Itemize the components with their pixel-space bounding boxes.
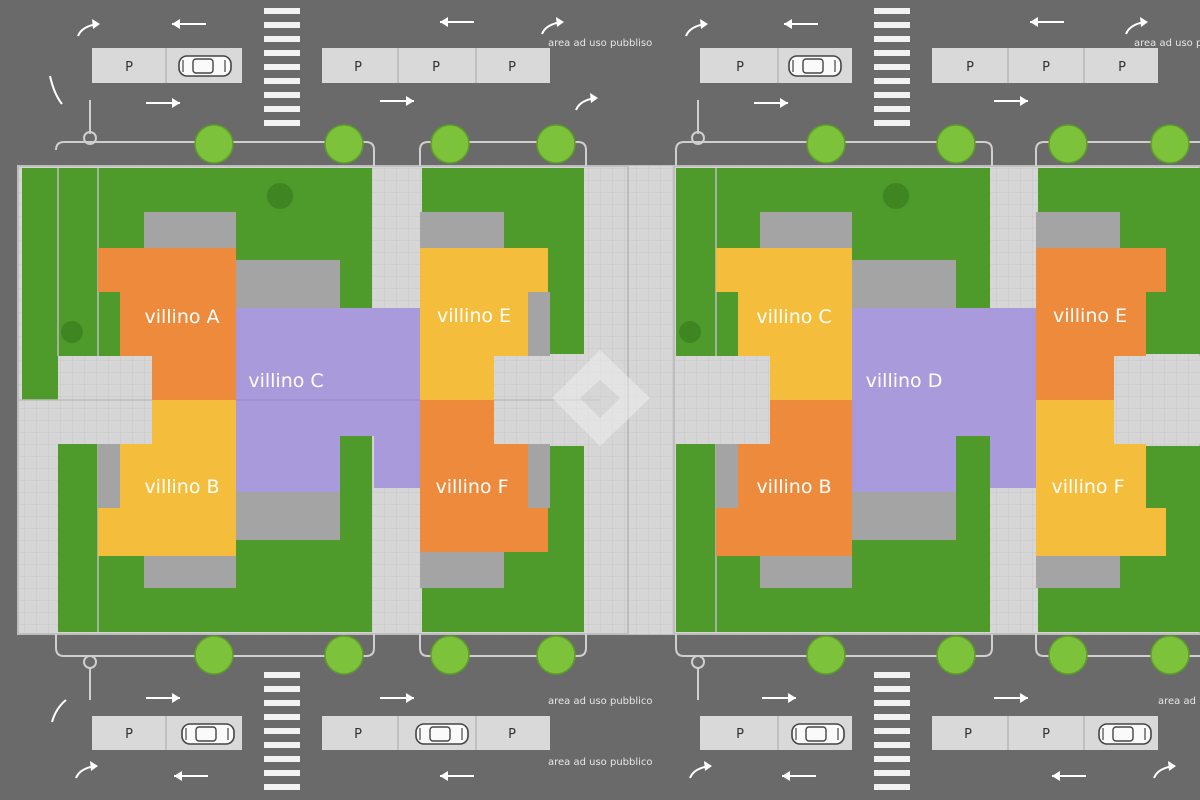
- car-icon: [415, 723, 469, 745]
- parking-label: P: [1042, 60, 1050, 75]
- parking-top-left: P: [92, 48, 242, 83]
- parking-bottom-right-2: P P: [932, 716, 1158, 750]
- parking-top-left-2: P P P: [322, 48, 550, 83]
- curve-arrow-icon: [51, 699, 67, 723]
- shrub: [61, 321, 83, 343]
- villa-b2-label: villino B: [756, 476, 831, 498]
- villa-c2-footprint: [716, 248, 852, 400]
- parking-label: P: [1042, 727, 1050, 742]
- villa-b2-footprint: [716, 400, 852, 556]
- public-area-note: area ad uso pubblico: [1158, 696, 1200, 707]
- car-icon: [181, 723, 235, 745]
- car-icon: [1098, 723, 1152, 745]
- parking-label: P: [736, 60, 744, 75]
- parking-label: P: [508, 60, 516, 75]
- parking-bottom-left-2: P P: [322, 716, 550, 750]
- parking-top-right-2: P P P: [932, 48, 1158, 83]
- parking-label: P: [508, 727, 516, 742]
- villa-e2-footprint: [1036, 248, 1166, 400]
- parking-bottom-right: P: [700, 716, 852, 750]
- car-icon: [791, 723, 845, 745]
- villa-d-footprint: [852, 308, 1036, 492]
- villa-f2-label: villino F: [1052, 476, 1125, 498]
- villa-f-label: villino F: [436, 476, 509, 498]
- walkway: [1114, 356, 1200, 444]
- public-area-note: area ad uso pubbliso: [548, 38, 652, 49]
- public-area-note: area ad uso pubblico: [548, 696, 653, 707]
- car-icon: [788, 55, 842, 77]
- shrub: [267, 183, 293, 209]
- car-icon: [178, 55, 232, 77]
- villa-a-label: villino A: [144, 306, 219, 328]
- shrub: [679, 321, 701, 343]
- villa-c-label: villino C: [248, 370, 323, 392]
- watermark-logo: [552, 350, 650, 446]
- shrub: [883, 183, 909, 209]
- parking-label: P: [125, 727, 133, 742]
- parking-label: P: [1118, 60, 1126, 75]
- villa-f-footprint: [420, 400, 548, 552]
- public-area-note: area ad uso pubbliso: [1134, 38, 1200, 49]
- parking-label: P: [966, 60, 974, 75]
- curve-arrow-icon: [49, 75, 63, 105]
- parking-label: P: [432, 60, 440, 75]
- pedestrian-crossing: [264, 8, 300, 126]
- villa-a-footprint: [98, 248, 236, 400]
- trees: [194, 124, 1190, 675]
- parking-label: P: [125, 60, 133, 75]
- parking-label: P: [736, 727, 744, 742]
- villa-b-footprint: [98, 400, 236, 556]
- villa-e2-label: villino E: [1053, 305, 1127, 327]
- pedestrian-crossing: [264, 672, 300, 790]
- villa-e-footprint: [420, 248, 548, 400]
- public-area-note: area ad uso pubblico: [548, 757, 653, 768]
- villa-d-label: villino D: [866, 370, 943, 392]
- parking-bottom-left: P: [92, 716, 242, 750]
- pedestrian-crossing: [874, 8, 910, 126]
- villa-c2-label: villino C: [756, 306, 831, 328]
- pedestrian-crossing: [874, 672, 910, 790]
- parking-label: P: [354, 727, 362, 742]
- parking-top-right: P: [700, 48, 852, 83]
- parking-label: P: [354, 60, 362, 75]
- villa-e-label: villino E: [437, 305, 511, 327]
- villa-b-label: villino B: [144, 476, 219, 498]
- parking-label: P: [964, 727, 972, 742]
- villa-f2-footprint: [1036, 400, 1166, 556]
